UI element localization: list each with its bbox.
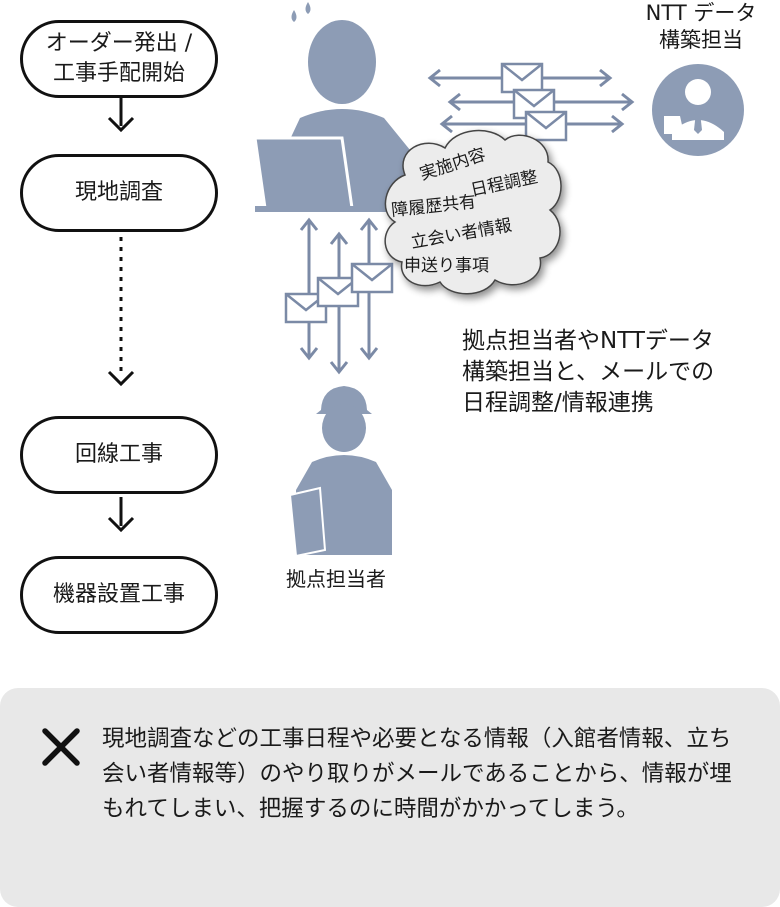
remark-text: 現地調査などの工事日程や必要となる情報（入館者情報、立ち会い者情報等）のやり取り… bbox=[102, 726, 732, 822]
cloud-word: 申送り事項 bbox=[404, 256, 489, 276]
flow-step-label: 現地調査 bbox=[74, 180, 163, 205]
laptop-icon bbox=[253, 136, 405, 212]
flow-arrow-3 bbox=[107, 497, 135, 533]
flow-arrow-1 bbox=[107, 98, 135, 133]
flow-arrow-dotted bbox=[107, 237, 135, 387]
site-worker-icon bbox=[288, 386, 392, 558]
flow-step-equipment: 機器設置工事 bbox=[20, 556, 218, 634]
info-cloud bbox=[384, 129, 562, 295]
flow-step-label: オーダー発出 / 工事手配開始 bbox=[45, 31, 193, 86]
flow-step-label: 回線工事 bbox=[74, 442, 163, 467]
ntt-label: NTT データ 構築担当 bbox=[645, 1, 757, 52]
flow-step-survey: 現地調査 bbox=[20, 154, 218, 232]
flow-step-line-work: 回線工事 bbox=[20, 416, 218, 494]
flow-step-label: 機器設置工事 bbox=[52, 582, 185, 607]
remark-panel: 現地調査などの工事日程や必要となる情報（入館者情報、立ち会い者情報等）のやり取り… bbox=[0, 688, 780, 907]
site-label: 拠点担当者 bbox=[286, 567, 386, 591]
envelope-icon bbox=[284, 262, 394, 324]
cross-icon bbox=[42, 728, 80, 766]
flow-step-order: オーダー発出 / 工事手配開始 bbox=[20, 20, 218, 98]
description-text: 拠点担当者やNTTデータ 構築担当と、メールでの 日程調整/情報連携 bbox=[462, 328, 715, 416]
ntt-person-icon bbox=[652, 64, 744, 156]
envelope-icon bbox=[500, 62, 568, 142]
